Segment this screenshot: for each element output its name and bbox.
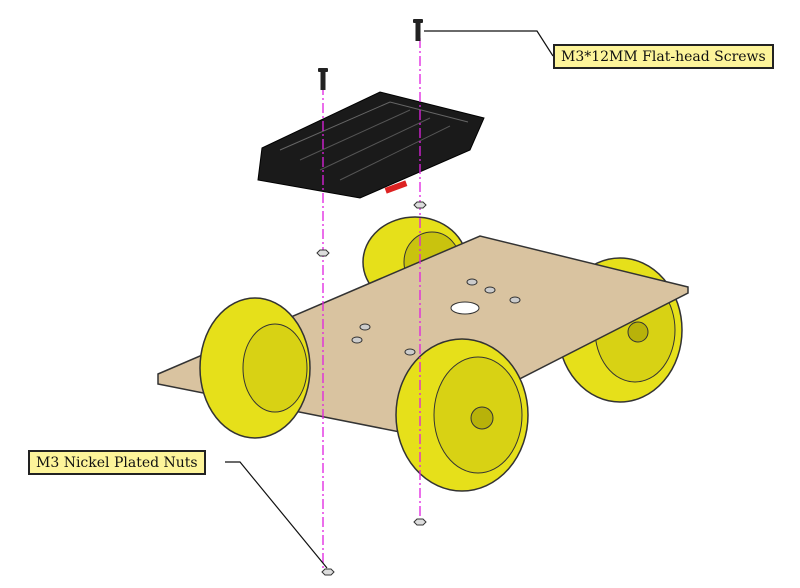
nut-icon [316,201,427,576]
plate-center-hole [450,301,480,315]
screw-icon [318,68,328,90]
leader-line-nuts [225,461,328,569]
battery-box [257,91,485,199]
wheel-front-right [395,338,529,492]
leader-line-screws [424,30,554,57]
screw-icon [413,19,423,41]
callout-screws: M3*12MM Flat-head Screws [553,44,774,69]
plate-bolts [351,278,521,356]
wheel-front-left [199,297,311,439]
callout-nuts: M3 Nickel Plated Nuts [28,450,206,475]
